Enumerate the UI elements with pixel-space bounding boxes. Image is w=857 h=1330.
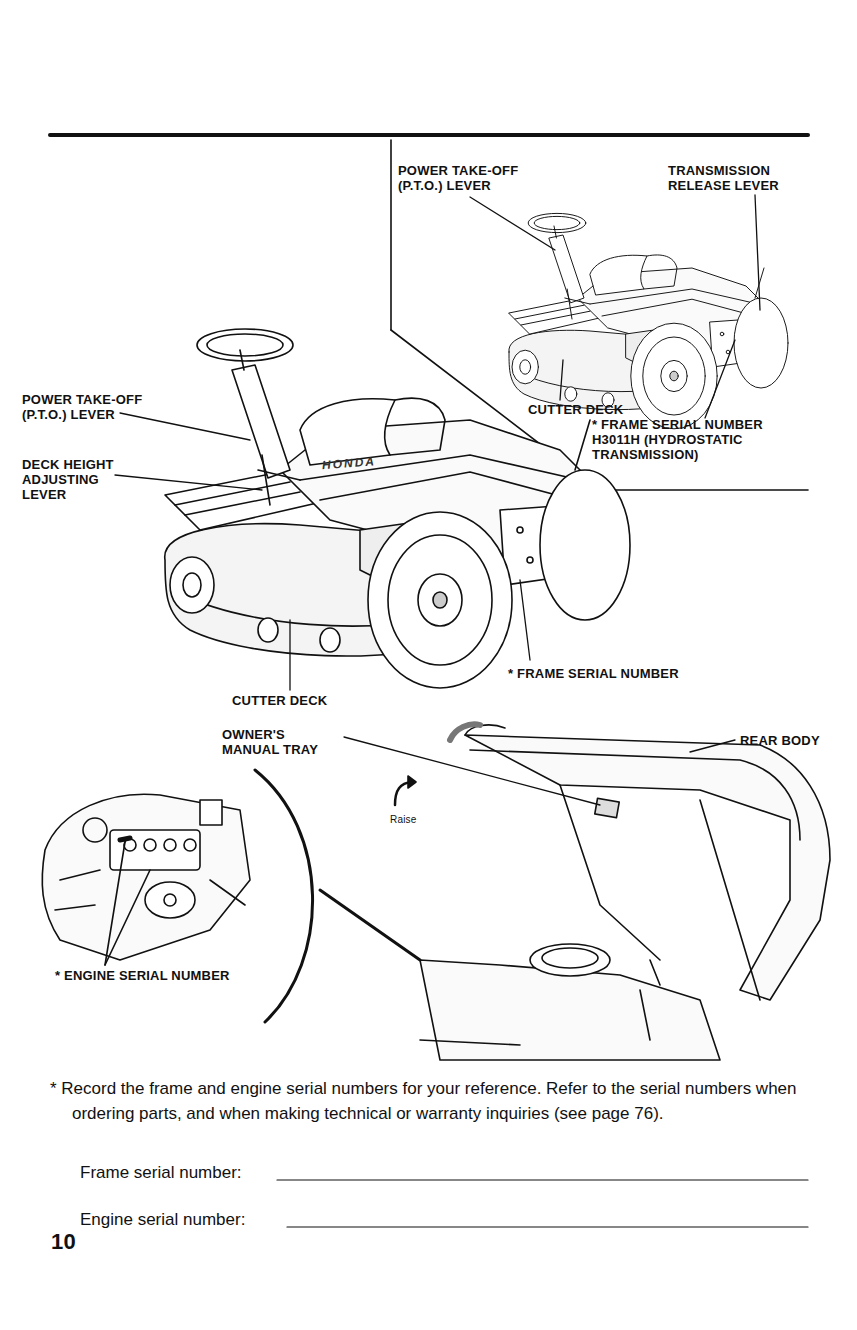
bracket — [320, 890, 420, 960]
note-text: * Record the frame and engine serial num… — [50, 1076, 842, 1126]
page-rule — [50, 134, 808, 136]
write-in-line — [277, 1179, 808, 1180]
bracket — [255, 770, 313, 1022]
engine-inset — [120, 838, 130, 840]
part-label: DECK HEIGHT ADJUSTING LEVER — [22, 457, 132, 502]
leader-line — [520, 580, 530, 660]
rear-body-raised — [595, 798, 619, 818]
rear-body-raised — [530, 944, 610, 976]
part-label: TRANSMISSION RELEASE LEVER — [668, 163, 808, 193]
rear-body-raised — [542, 948, 598, 968]
rear-body-raised — [690, 740, 735, 752]
raise-arrow — [408, 776, 416, 788]
write-in-line — [277, 1180, 808, 1227]
serial-label: * ENGINE SERIAL NUMBER — [55, 968, 275, 983]
action-label: Raise — [390, 812, 440, 827]
engine-inset — [83, 818, 107, 842]
mower-inset — [509, 213, 788, 428]
rear-body-raised — [344, 737, 600, 805]
rear-body-raised — [450, 724, 480, 740]
rear-body-raised — [344, 724, 830, 1060]
rear-body-raised — [420, 1040, 520, 1045]
leader-line — [560, 360, 563, 400]
inset-frame — [600, 489, 808, 491]
leader-line — [120, 413, 250, 440]
serial-label: * FRAME SERIAL NUMBER H3011H (HYDROSTATI… — [592, 417, 814, 462]
part-label: POWER TAKE-OFF (P.T.O.) LEVER — [398, 163, 548, 193]
inset-frame — [390, 140, 392, 330]
engine-inset — [164, 839, 176, 851]
leader-line — [755, 195, 760, 310]
serial-label: * FRAME SERIAL NUMBER — [508, 666, 748, 681]
rear-body-raised — [560, 785, 660, 960]
engine-inset — [55, 870, 245, 910]
form-field-label: Engine serial number: — [80, 1207, 290, 1232]
engine-inset — [42, 794, 250, 965]
rear-body-raised — [470, 750, 800, 840]
part-label: OWNER'S MANUAL TRAY — [222, 727, 342, 757]
part-label: POWER TAKE-OFF (P.T.O.) LEVER — [22, 392, 147, 422]
engine-inset — [184, 839, 196, 851]
rear-body-raised — [465, 735, 830, 1000]
page-rule — [50, 133, 808, 137]
part-label: REAR BODY — [740, 733, 840, 748]
engine-inset — [145, 882, 195, 918]
part-label: CUTTER DECK — [528, 402, 648, 417]
raise-arrow — [395, 776, 416, 805]
leader-line — [289, 620, 290, 690]
bracket — [255, 770, 420, 1022]
part-label: CUTTER DECK — [232, 693, 352, 708]
write-in-line — [287, 1226, 808, 1227]
rear-body-raised — [640, 960, 660, 1040]
page-number: 10 — [51, 1230, 111, 1254]
leader-line — [705, 340, 735, 418]
rear-body-raised — [700, 800, 760, 1000]
leader-line — [115, 475, 262, 490]
leader-line — [470, 197, 555, 250]
mower-inset — [509, 213, 788, 428]
engine-inset — [105, 870, 150, 965]
engine-inset — [105, 842, 125, 965]
engine-inset — [144, 839, 156, 851]
engine-inset — [200, 800, 222, 825]
form-field-label: Frame serial number: — [80, 1160, 280, 1185]
engine-inset — [164, 894, 176, 906]
